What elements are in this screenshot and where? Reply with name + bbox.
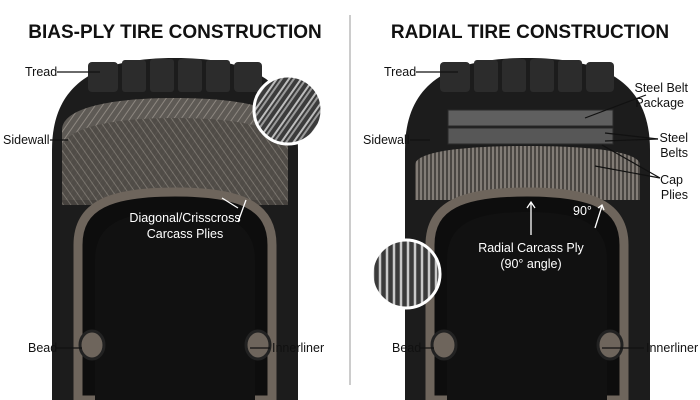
radial-title: RADIAL TIRE CONSTRUCTION (391, 22, 669, 43)
label-bead: Bead (392, 341, 421, 355)
label-tread: Tread (25, 65, 57, 79)
magnifier-crisscross (252, 74, 324, 146)
label-steel-belts-1: Steel (660, 131, 689, 145)
label-sidewall: Sidewall (363, 133, 410, 147)
label-innerliner: Innerliner (646, 341, 698, 355)
steel-belt-2 (447, 127, 614, 145)
label-innerliner: Innerliner (272, 341, 324, 355)
label-cap-plies-1: Cap (660, 173, 683, 187)
bias-ply-tire-illustration (52, 58, 324, 400)
label-angle: 90° (573, 204, 592, 218)
label-tread: Tread (384, 65, 416, 79)
label-steel-belts-2: Belts (660, 146, 688, 160)
cap-plies (415, 146, 640, 200)
label-carcass-line2: Carcass Plies (147, 227, 223, 241)
steel-belt-1 (447, 109, 614, 127)
bead-left (78, 329, 106, 361)
label-carcass-line1: Radial Carcass Ply (478, 241, 584, 255)
carcass-ply-layer-2 (62, 118, 288, 205)
tread-blocks (88, 59, 262, 92)
label-bead: Bead (28, 341, 57, 355)
radial-tire-illustration (370, 58, 650, 400)
bead-right (244, 329, 272, 361)
carcass-arrow (526, 200, 536, 235)
bias-ply-title: BIAS-PLY TIRE CONSTRUCTION (28, 22, 321, 43)
label-carcass-line2: (90° angle) (500, 257, 561, 271)
angle-arrow (594, 203, 605, 229)
angle-arrow (221, 197, 239, 209)
label-steel-belt-package-1: Steel Belt (634, 81, 688, 95)
magnifier-radial (370, 238, 442, 310)
label-steel-belt-package-2: Package (635, 96, 684, 110)
label-carcass-line1: Diagonal/Crisscross (129, 211, 240, 225)
label-sidewall: Sidewall (3, 133, 50, 147)
label-cap-plies-2: Plies (661, 188, 688, 202)
